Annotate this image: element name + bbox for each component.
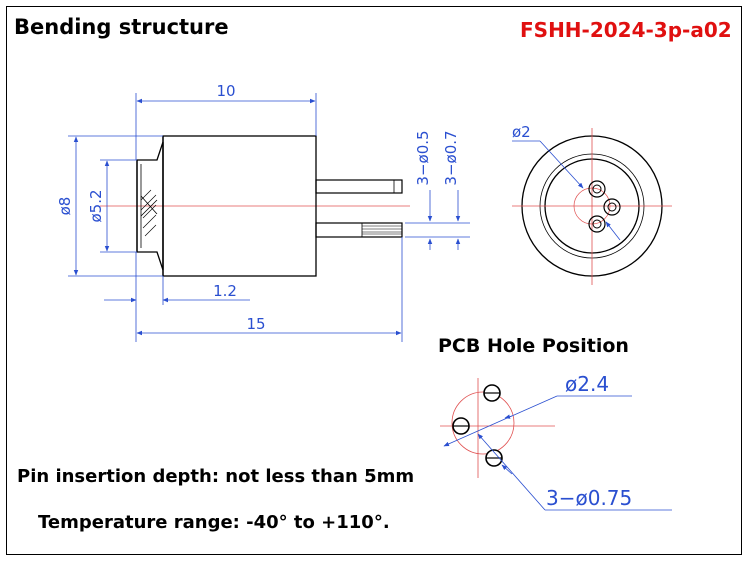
pcb-hole-diagram: ø2.4 3−ø0.75: [440, 372, 672, 511]
dim-diameter-outer: ø8: [56, 197, 74, 216]
temperature-note: Temperature range: -40° to +110°.: [38, 512, 390, 533]
dim-length-total: 15: [246, 315, 265, 333]
dim-offset: 1.2: [213, 282, 237, 300]
pcb-section-title: PCB Hole Position: [438, 335, 629, 357]
dim-pin-dia-b: 3−ø0.7: [442, 130, 460, 185]
drawing-frame: [6, 6, 742, 555]
dim-pin-dia-a: 3−ø0.5: [414, 130, 432, 185]
pcb-holes: [452, 384, 503, 467]
pin-lower: [315, 222, 403, 238]
dim-diameter-inner: ø5.2: [87, 189, 105, 222]
model-code: FSHH-2024-3p-a02: [520, 18, 732, 42]
side-view: 10 15 1.2 ø8 ø5.2 3−ø0.5 3−ø0.7: [56, 82, 470, 342]
page-title: Bending structure: [14, 15, 229, 39]
dim-pcb-circle: ø2.4: [565, 372, 609, 396]
pin-upper: [315, 179, 403, 194]
dim-pcb-holes: 3−ø0.75: [546, 486, 632, 510]
end-pins: [588, 180, 621, 233]
cap-hatch: [140, 189, 157, 237]
end-view: ø2: [512, 123, 672, 285]
dim-pin-circle: ø2: [512, 123, 531, 141]
dim-length-top: 10: [216, 82, 235, 100]
pcb-pitch-circle: [451, 391, 515, 455]
insertion-depth-note: Pin insertion depth: not less than 5mm: [17, 466, 415, 487]
